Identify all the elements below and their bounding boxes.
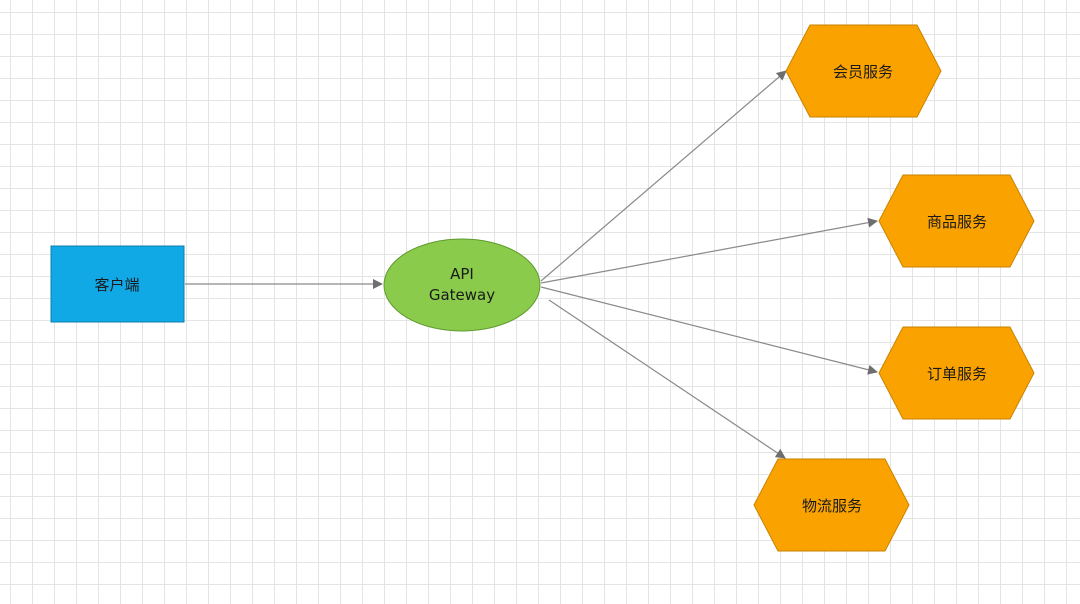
service-product-label: 商品服务	[927, 213, 987, 231]
connector-gateway-to-order-service[interactable]	[540, 286, 878, 375]
client-node[interactable]: 客户端	[50, 245, 185, 323]
client-box	[50, 245, 185, 323]
connector-gateway-to-logistics-service[interactable]	[548, 299, 786, 459]
gateway-node[interactable]: API Gateway	[383, 238, 541, 332]
connector-gateway-to-member-service[interactable]	[540, 70, 787, 282]
service-member[interactable]: 会员服务	[785, 24, 942, 118]
gateway-ellipse	[383, 238, 541, 332]
service-member-hexagon	[785, 24, 942, 118]
service-logistics[interactable]: 物流服务	[753, 458, 910, 552]
gateway-label-line2: Gateway	[429, 286, 495, 304]
service-product[interactable]: 商品服务	[878, 174, 1035, 268]
gateway-label-line1: API	[450, 265, 474, 283]
client-label: 客户端	[94, 276, 139, 294]
service-logistics-label: 物流服务	[802, 497, 862, 515]
connectors	[185, 70, 878, 459]
service-member-label: 会员服务	[833, 63, 893, 81]
service-order-hexagon	[878, 326, 1035, 420]
service-order-label: 订单服务	[927, 365, 987, 383]
service-order[interactable]: 订单服务	[878, 326, 1035, 420]
connector-gateway-to-product-service[interactable]	[540, 217, 878, 284]
service-logistics-hexagon	[753, 458, 910, 552]
service-product-hexagon	[878, 174, 1035, 268]
